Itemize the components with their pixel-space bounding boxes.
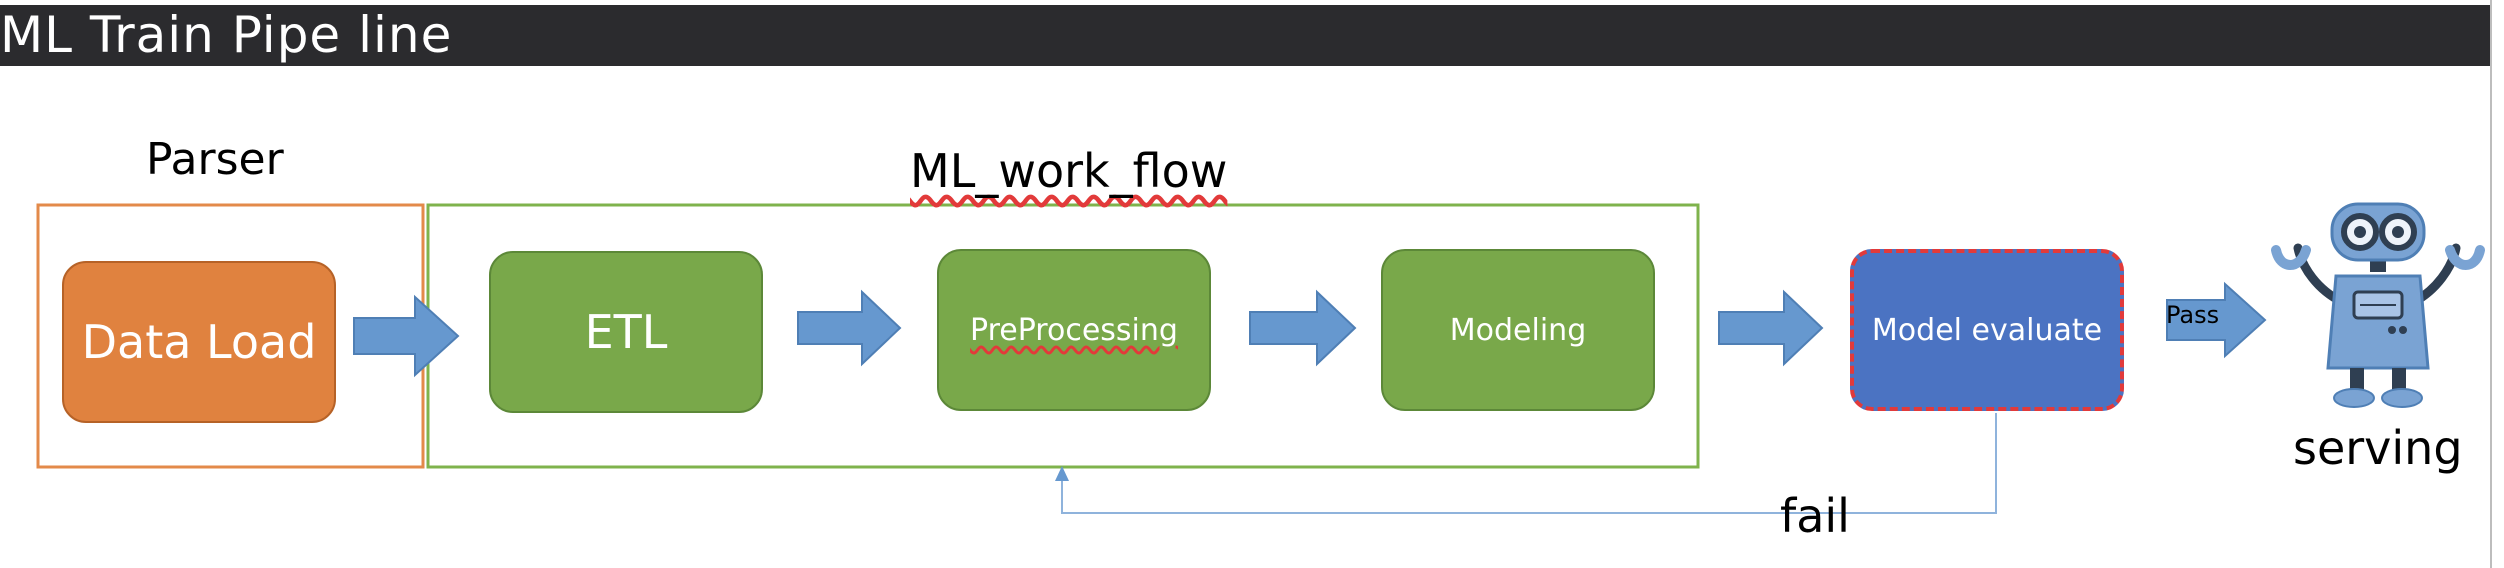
workflow-group-label: ML_work_flow [910, 143, 1227, 199]
pass-edge-label: Pass [2166, 301, 2220, 329]
fail-edge-label: fail [1780, 489, 1850, 543]
preprocessing-step[interactable]: PreProcessing [937, 249, 1211, 411]
arrow-etl-to-preprocessing [797, 289, 902, 367]
page-title: ML Train Pipe line [0, 6, 453, 64]
etl-step[interactable]: ETL [489, 251, 763, 413]
arrow-pass [2166, 281, 2267, 359]
data-load-step[interactable]: Data Load [62, 261, 336, 423]
arrow-preprocessing-to-modeling [1249, 289, 1357, 367]
workflow-group-label-text: ML_work_flow [910, 144, 1228, 198]
title-bar: ML Train Pipe line [0, 5, 2490, 66]
arrow-dataload-to-etl [353, 294, 460, 378]
fail-connector [1061, 413, 1997, 514]
fail-arrowhead [1055, 466, 1069, 481]
modeling-step[interactable]: Modeling [1381, 249, 1655, 411]
robot-icon [2271, 202, 2485, 408]
slide-edge-divider [2490, 0, 2492, 568]
arrow-modeling-to-evaluate [1718, 289, 1824, 367]
preprocessing-step-label: PreProcessing [970, 312, 1178, 348]
model-evaluate-step[interactable]: Model evaluate [1850, 249, 2124, 411]
serving-label: serving [2293, 421, 2463, 475]
parser-group-label: Parser [146, 134, 284, 185]
